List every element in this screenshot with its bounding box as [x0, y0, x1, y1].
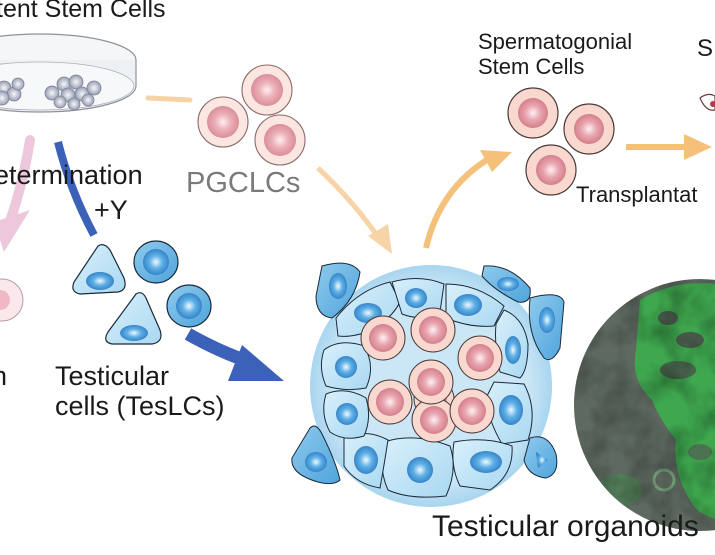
sertoli-cell	[381, 437, 454, 498]
pgclcs-label: PGCLCs	[186, 167, 301, 199]
teslc-triangle-cell	[105, 292, 162, 345]
orange-arrow-pgclc-to-organoid	[316, 166, 392, 254]
testicular-cells-line1: Testicular	[55, 361, 170, 391]
germ-cell	[410, 307, 456, 353]
testicular-organoids-label: Testicular organoids	[432, 510, 699, 543]
ssc-cell	[525, 144, 577, 196]
teslc-round-cell	[133, 240, 179, 284]
germ-cell	[367, 379, 413, 425]
peritubular-cell	[523, 436, 558, 479]
transplantation-label: Transplantat	[576, 182, 698, 207]
sertoli-cell	[343, 433, 389, 489]
oocyte-like-cell-partial	[0, 278, 24, 322]
pgclc-cell	[197, 96, 249, 148]
ssc-label-line2: Stem Cells	[478, 53, 585, 79]
left-partial-label: n	[0, 362, 7, 391]
sertoli-cell	[495, 309, 529, 379]
orange-arrow-transplantation	[626, 134, 712, 160]
ssc-cell	[563, 103, 615, 155]
peritubular-cell	[315, 262, 361, 319]
organoid-micrograph	[574, 279, 715, 531]
teslc-triangle-cell	[72, 244, 126, 295]
teslc-round-cell	[166, 284, 212, 328]
germ-cell	[360, 315, 406, 361]
sertoli-cell	[452, 439, 513, 491]
testicular-cells-line2: cells (TesLCs)	[55, 390, 225, 421]
germ-cell	[457, 335, 503, 381]
ssc-cell	[507, 87, 559, 139]
sertoli-cell	[323, 390, 370, 439]
pluripotent-stem-cells-label: tent Stem Cells	[0, 0, 166, 23]
sertoli-cell	[485, 381, 533, 445]
stem-cell-colony-left	[0, 77, 25, 106]
peritubular-cell	[291, 425, 341, 485]
pgclc-cells	[197, 64, 306, 166]
ssc-label-line1: Spermatogonial	[478, 29, 633, 54]
blue-arrow-to-testicular-cells	[54, 141, 98, 237]
sex-determination-label: etermination	[0, 160, 143, 190]
peritubular-cell	[528, 294, 565, 361]
germ-cell	[411, 397, 457, 443]
spermatogonial-stem-cells-label: Spermatogonial Stem Cells	[478, 29, 633, 79]
testicular-cells-label: Testicular cells (TesLCs)	[55, 361, 225, 421]
sertoli-cell	[445, 283, 505, 327]
pink-arrow	[0, 135, 35, 252]
germ-cell	[449, 388, 495, 434]
stem-cell-colony-right	[44, 74, 102, 111]
spermatogonial-stem-cells	[507, 87, 615, 196]
sperm-label: S	[697, 35, 714, 62]
orange-arrow-organoid-to-ssc	[423, 150, 512, 249]
teslc-cells	[72, 240, 212, 345]
sperm-icon	[699, 93, 715, 111]
blue-arrow-to-organoid	[184, 328, 284, 381]
peritubular-cell	[481, 265, 531, 303]
sertoli-cell	[320, 342, 371, 391]
orange-arrow-dish-to-pgclc	[145, 95, 193, 103]
pgclc-cell	[254, 114, 306, 166]
germ-cell	[408, 359, 454, 405]
plus-y-label: +Y	[94, 195, 128, 225]
testicular-organoid	[291, 262, 565, 507]
petri-dish	[0, 33, 137, 113]
pgclc-cell	[241, 64, 293, 116]
